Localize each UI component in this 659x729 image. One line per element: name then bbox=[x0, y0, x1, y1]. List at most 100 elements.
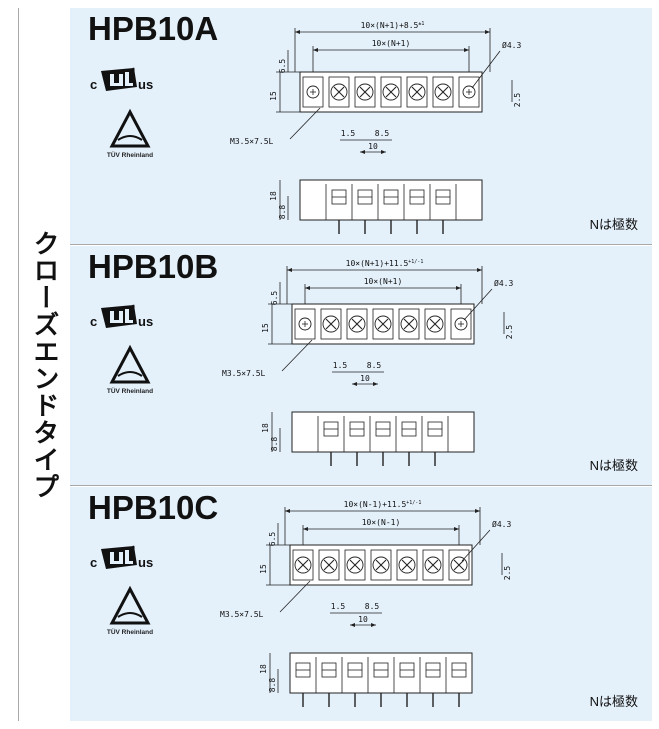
tuv-triangle bbox=[109, 108, 151, 148]
tuv-label: TÜV Rheinland bbox=[106, 388, 154, 395]
offset-65-label: 6.5 bbox=[268, 532, 277, 547]
dim-25-label: 2.5 bbox=[505, 325, 514, 340]
ul-suffix: us bbox=[138, 314, 153, 329]
tuv-mark: TÜV Rheinland bbox=[100, 108, 160, 162]
screw-slot-b bbox=[401, 559, 413, 571]
screw-size-label: M3.5×7.5L bbox=[220, 610, 264, 619]
screw-leader bbox=[281, 339, 313, 372]
pole-count-note: Nは極数 bbox=[589, 694, 638, 709]
tuv-triangle-icon bbox=[109, 108, 151, 148]
height-18-label: 18 bbox=[259, 664, 268, 674]
ul-suffix: us bbox=[138, 555, 153, 570]
pitch-dim-arrow-right bbox=[373, 382, 378, 386]
tuv-mark: TÜV Rheinland bbox=[100, 585, 160, 639]
inner-length-dim-arrow-right bbox=[454, 527, 459, 531]
pitch-10-label: 10 bbox=[358, 615, 368, 624]
pitch-dim-arrow-left bbox=[360, 150, 365, 154]
screw-slot-b bbox=[325, 318, 337, 330]
screw-leader bbox=[289, 107, 321, 140]
screw-slot-b bbox=[411, 86, 423, 98]
pole-count-note: Nは極数 bbox=[589, 217, 638, 232]
gap-15-label: 1.5 bbox=[333, 361, 348, 370]
ul-registered-mark: ® bbox=[132, 545, 136, 551]
tuv-mark: TÜV Rheinland bbox=[100, 344, 160, 398]
total-length-dim-arrow-right bbox=[485, 30, 490, 34]
tolerance-label: ±1 bbox=[418, 21, 424, 27]
inner-length-dim-arrow-right bbox=[456, 286, 461, 290]
screw-slot-b bbox=[429, 318, 441, 330]
gap-85-label: 8.5 bbox=[367, 361, 382, 370]
ul-mark-icon: c us® bbox=[90, 545, 153, 570]
total-length-dim-arrow-left bbox=[285, 509, 290, 513]
tuv-swoosh bbox=[117, 135, 143, 141]
gap-15-label: 1.5 bbox=[341, 129, 356, 138]
pole-count-note: Nは極数 bbox=[589, 458, 638, 473]
total-length-label: 10×(N-1)+11.5+1/-1 bbox=[344, 500, 422, 509]
ul-registered-mark: ® bbox=[132, 304, 136, 310]
offset-65-label: 6.5 bbox=[270, 291, 279, 306]
height-15-label: 15 bbox=[259, 564, 268, 574]
dim-25-label: 2.5 bbox=[513, 93, 522, 108]
screw-leader bbox=[279, 580, 311, 613]
tuv-triangle-icon bbox=[109, 585, 151, 625]
screw-slot-b bbox=[323, 559, 335, 571]
series-type-label: クローズエンドタイプ bbox=[29, 230, 59, 500]
screw-slot-b bbox=[403, 318, 415, 330]
pitch-dim-arrow-right bbox=[371, 623, 376, 627]
ul-prefix: c bbox=[90, 314, 97, 329]
pitch-10-label: 10 bbox=[368, 142, 378, 151]
inner-length-label: 10×(N+1) bbox=[364, 277, 403, 286]
screw-slot-b bbox=[333, 86, 345, 98]
hole-leader bbox=[461, 529, 491, 562]
hole-diameter-label: Ø4.3 bbox=[502, 40, 521, 50]
inner-length-label: 10×(N+1) bbox=[372, 39, 411, 48]
gap-15-label: 1.5 bbox=[331, 602, 346, 611]
dimension-drawing: 10×(N+1)+8.5±110×(N+1)156.5Ø4.32.5M3.5×7… bbox=[230, 21, 522, 234]
total-length-label: 10×(N+1)+8.5±1 bbox=[361, 21, 425, 30]
height-88-label: 8.8 bbox=[278, 205, 287, 220]
tuv-label: TÜV Rheinland bbox=[106, 152, 154, 159]
pitch-dim-arrow-left bbox=[350, 623, 355, 627]
gap-85-label: 8.5 bbox=[365, 602, 380, 611]
tuv-triangle-icon bbox=[109, 344, 151, 384]
inner-length-dim-arrow-left bbox=[313, 48, 318, 52]
model-title: HPB10A bbox=[88, 10, 219, 47]
hole-diameter-label: Ø4.3 bbox=[494, 278, 513, 288]
tuv-triangle bbox=[109, 344, 151, 384]
tolerance-label: +1/-1 bbox=[406, 500, 421, 506]
screw-slot-b bbox=[437, 86, 449, 98]
screw-slot-b bbox=[385, 86, 397, 98]
total-length-dim-arrow-right bbox=[475, 509, 480, 513]
dimension-drawing: 10×(N+1)+11.5+1/-110×(N+1)156.5Ø4.32.5M3… bbox=[222, 259, 514, 466]
hole-leader bbox=[463, 288, 493, 321]
screw-size-label: M3.5×7.5L bbox=[222, 369, 266, 378]
model-title: HPB10C bbox=[88, 489, 219, 526]
screw-slot-b bbox=[427, 559, 439, 571]
screw-slot-b bbox=[359, 86, 371, 98]
inner-length-dim-arrow-left bbox=[303, 527, 308, 531]
total-length-dim-arrow-left bbox=[295, 30, 300, 34]
tuv-swoosh bbox=[117, 612, 143, 618]
model-title: HPB10B bbox=[88, 248, 219, 285]
ul-prefix: c bbox=[90, 555, 97, 570]
height-88-label: 8.8 bbox=[270, 437, 279, 452]
total-length-dim-arrow-right bbox=[477, 268, 482, 272]
ul-letters bbox=[110, 550, 133, 564]
ul-letters bbox=[110, 72, 133, 86]
height-88-label: 8.8 bbox=[268, 678, 277, 693]
screw-size-label: M3.5×7.5L bbox=[230, 137, 274, 146]
screw-slot-b bbox=[297, 559, 309, 571]
dimension-drawing: 10×(N-1)+11.5+1/-110×(N-1)156.5Ø4.32.5M3… bbox=[220, 500, 512, 707]
tuv-swoosh bbox=[117, 371, 143, 377]
ul-registered-mark: ® bbox=[132, 67, 136, 73]
dim-25-label: 2.5 bbox=[503, 566, 512, 581]
screw-slot-b bbox=[349, 559, 361, 571]
ul-suffix: us bbox=[138, 77, 153, 92]
screw-slot-b bbox=[453, 559, 465, 571]
height-18-label: 18 bbox=[261, 423, 270, 433]
panel-divider bbox=[70, 244, 652, 245]
